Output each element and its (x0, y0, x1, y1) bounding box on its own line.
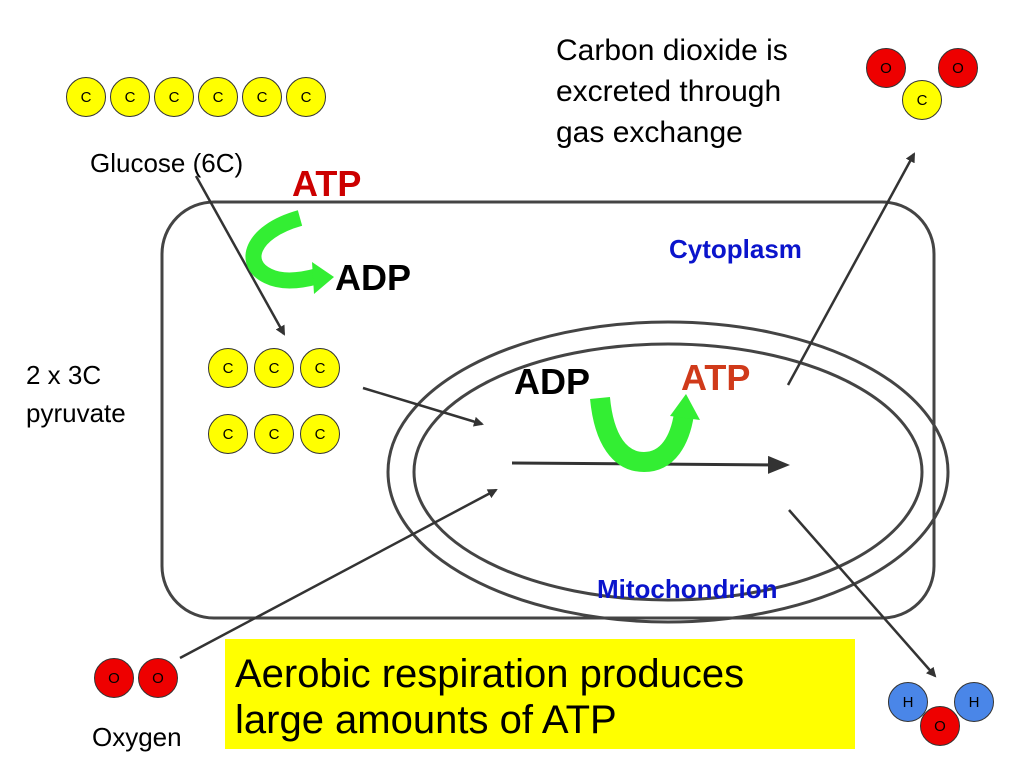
cell-membrane (160, 200, 936, 620)
glucose-carbon-atom: C (66, 77, 106, 117)
oxygen-label: Oxygen (92, 722, 182, 752)
atp-mitochondrion-label: ATP (681, 357, 751, 398)
adp-glycolysis-label: ADP (335, 257, 412, 298)
glucose-carbon-atom: C (110, 77, 150, 117)
arrow-co2-out (786, 152, 916, 386)
co2-oxygen-atom: O (866, 48, 906, 88)
summary-banner-line2: large amounts of ATP (235, 698, 617, 742)
pyruvate-label-line2: pyruvate (26, 398, 126, 428)
mitochondrion-label: Mitochondrion (597, 574, 778, 604)
co2-caption-line1: Carbon dioxide is (556, 34, 788, 67)
glucose-carbon-atom: C (242, 77, 282, 117)
glucose-label: Glucose (6C) (90, 148, 244, 178)
arrow-oxygen-to-mitochondrion (179, 488, 498, 660)
water-hydrogen-atom: H (954, 682, 994, 722)
glucose-carbon-atom: C (286, 77, 326, 117)
mitochondrion-inner-membrane (412, 342, 924, 602)
co2-caption-line2: excreted through (556, 75, 782, 108)
glucose-carbon-atom: C (198, 77, 238, 117)
pyruvate-carbon-atom: C (254, 348, 294, 388)
pyruvate-carbon-atom: C (300, 348, 340, 388)
atp-glycolysis-label: ATP (292, 163, 362, 204)
arrow-glucose-to-pyruvate (194, 175, 286, 336)
green-arrow-adp-to-atp (590, 394, 700, 473)
pyruvate-carbon-atom: C (254, 414, 294, 454)
green-arrow-atp-to-adp (245, 210, 334, 294)
summary-banner-line1: Aerobic respiration produces (235, 652, 745, 696)
co2-caption-line3: gas exchange (556, 116, 743, 149)
arrow-pyruvate-to-mitochondrion (362, 386, 484, 427)
co2-carbon-atom: C (902, 80, 942, 120)
arrow-water-out (788, 509, 937, 678)
co2-oxygen-atom: O (938, 48, 978, 88)
water-oxygen-atom: O (920, 706, 960, 746)
glucose-carbon-atom: C (154, 77, 194, 117)
oxygen-atom: O (94, 658, 134, 698)
adp-mitochondrion-label: ADP (514, 361, 591, 402)
cytoplasm-label: Cytoplasm (669, 234, 802, 264)
pyruvate-carbon-atom: C (300, 414, 340, 454)
mitochondrion-outer-membrane (386, 320, 950, 624)
water-hydrogen-atom: H (888, 682, 928, 722)
summary-banner: Aerobic respiration produces large amoun… (225, 639, 855, 749)
oxygen-atom: O (138, 658, 178, 698)
pyruvate-carbon-atom: C (208, 414, 248, 454)
pyruvate-label-line1: 2 x 3C (26, 360, 102, 390)
pyruvate-carbon-atom: C (208, 348, 248, 388)
